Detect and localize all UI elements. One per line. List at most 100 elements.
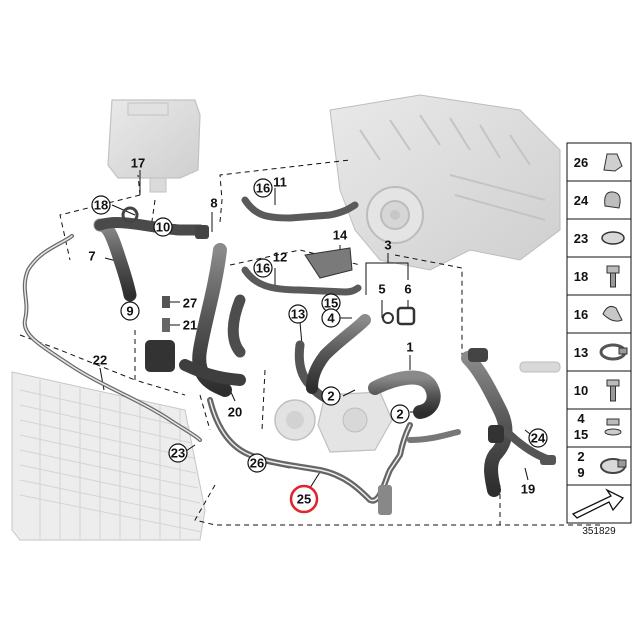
legend-row: 24 [567, 180, 631, 209]
hose-20-lower [179, 359, 246, 386]
hose-clip-icon [602, 306, 623, 322]
callout-24: 24 [528, 428, 548, 448]
hose-clamp-clip-icon [603, 153, 623, 172]
callout-4: 4 [321, 308, 341, 328]
callout-circle [528, 428, 548, 448]
legend-label: 2 [577, 449, 584, 464]
legend-label: 24 [574, 193, 589, 208]
callout-circle [321, 386, 341, 406]
callout-25: 25 [289, 484, 319, 514]
callout-12: 12 [273, 250, 287, 265]
gasket-6 [396, 306, 416, 326]
connector-24 [540, 455, 556, 465]
vent-pipe-12 [241, 266, 362, 296]
callout-circle [390, 404, 410, 424]
o-ring-5 [382, 312, 394, 324]
vent-pipe-11 [241, 196, 359, 222]
callout-10: 10 [153, 217, 173, 237]
callout-circle [91, 195, 111, 215]
hose-19 [461, 351, 513, 497]
callout-number: 5 [378, 282, 385, 297]
legend-label: 9 [577, 465, 584, 480]
callout-number: 2 [327, 389, 334, 404]
tank-fitting [468, 348, 488, 362]
legend-row [567, 484, 631, 519]
callout-number: 16 [256, 261, 270, 276]
callout-number: 14 [333, 228, 348, 243]
bracket-14 [304, 247, 353, 279]
callout-number: 12 [273, 250, 287, 265]
callout-number: 10 [156, 220, 170, 235]
legend-row: 23 [567, 218, 631, 246]
callout-16: 16 [253, 178, 273, 198]
hose-20-branch [227, 294, 246, 358]
callout-circle [153, 217, 173, 237]
callout-19: 19 [521, 482, 535, 497]
callout-8: 8 [210, 196, 217, 211]
callout-14: 14 [333, 228, 348, 243]
thermostat-housing [145, 340, 175, 372]
callout-3: 3 [384, 238, 391, 253]
sensor-21 [162, 318, 170, 332]
callout-number: 6 [404, 282, 411, 297]
hose-7-upper [94, 217, 206, 236]
callout-5: 5 [378, 282, 385, 297]
arrow-icon [571, 488, 625, 519]
callout-number: 1 [406, 340, 413, 355]
callout-20: 20 [228, 405, 242, 420]
callout-number: 7 [88, 249, 95, 264]
legend-row: 16 [567, 294, 631, 322]
hose-clamp-icon [599, 343, 628, 361]
callout-circle [289, 484, 319, 514]
callout-number: 24 [531, 431, 546, 446]
document-number: 351829 [582, 526, 616, 537]
bleed-line-22-highlight [24, 235, 201, 441]
callout-7: 7 [88, 249, 95, 264]
callout-17: 17 [131, 156, 145, 171]
bolt-icon [606, 265, 620, 288]
callout-2: 2 [321, 386, 341, 406]
legend-label: 10 [574, 383, 588, 398]
hose-20 [192, 243, 232, 397]
callout-circle [321, 308, 341, 328]
callout-26: 26 [247, 453, 267, 473]
callout-circle [247, 453, 267, 473]
callout-number: 20 [228, 405, 242, 420]
callout-circle [168, 443, 188, 463]
ghost-engine-block [329, 94, 561, 271]
callout-9: 9 [120, 301, 140, 321]
callout-13: 13 [288, 304, 308, 324]
callout-number: 22 [93, 353, 107, 368]
hose-4 [306, 314, 371, 394]
callout-11: 11 [273, 175, 287, 190]
callout-number: 3 [384, 238, 391, 253]
pipe-right [407, 429, 461, 443]
screw-clamp-icon [600, 458, 627, 474]
spring-clip-icon [604, 191, 621, 209]
legend-label: 26 [574, 155, 588, 170]
callout-number: 13 [291, 307, 305, 322]
callout-number: 2 [396, 407, 403, 422]
ghost-water-pump [274, 391, 393, 453]
sensor-27 [162, 296, 170, 308]
callout-circle [120, 301, 140, 321]
callout-number: 15 [324, 296, 338, 311]
legend-row: 415 [567, 408, 631, 442]
legend-label: 15 [574, 427, 588, 442]
callout-27: 27 [183, 296, 197, 311]
callout-1: 1 [406, 340, 413, 355]
legend-label: 23 [574, 231, 588, 246]
callout-number: 17 [131, 156, 145, 171]
callout-16: 16 [253, 258, 273, 278]
legend-row: 18 [567, 256, 631, 288]
small-parts [121, 206, 561, 515]
connector-10 [195, 225, 209, 239]
callout-number: 26 [250, 456, 264, 471]
connector-18-clip [121, 206, 139, 224]
legend-label: 16 [574, 307, 588, 322]
connector-19 [488, 425, 504, 443]
legend-label: 18 [574, 269, 588, 284]
